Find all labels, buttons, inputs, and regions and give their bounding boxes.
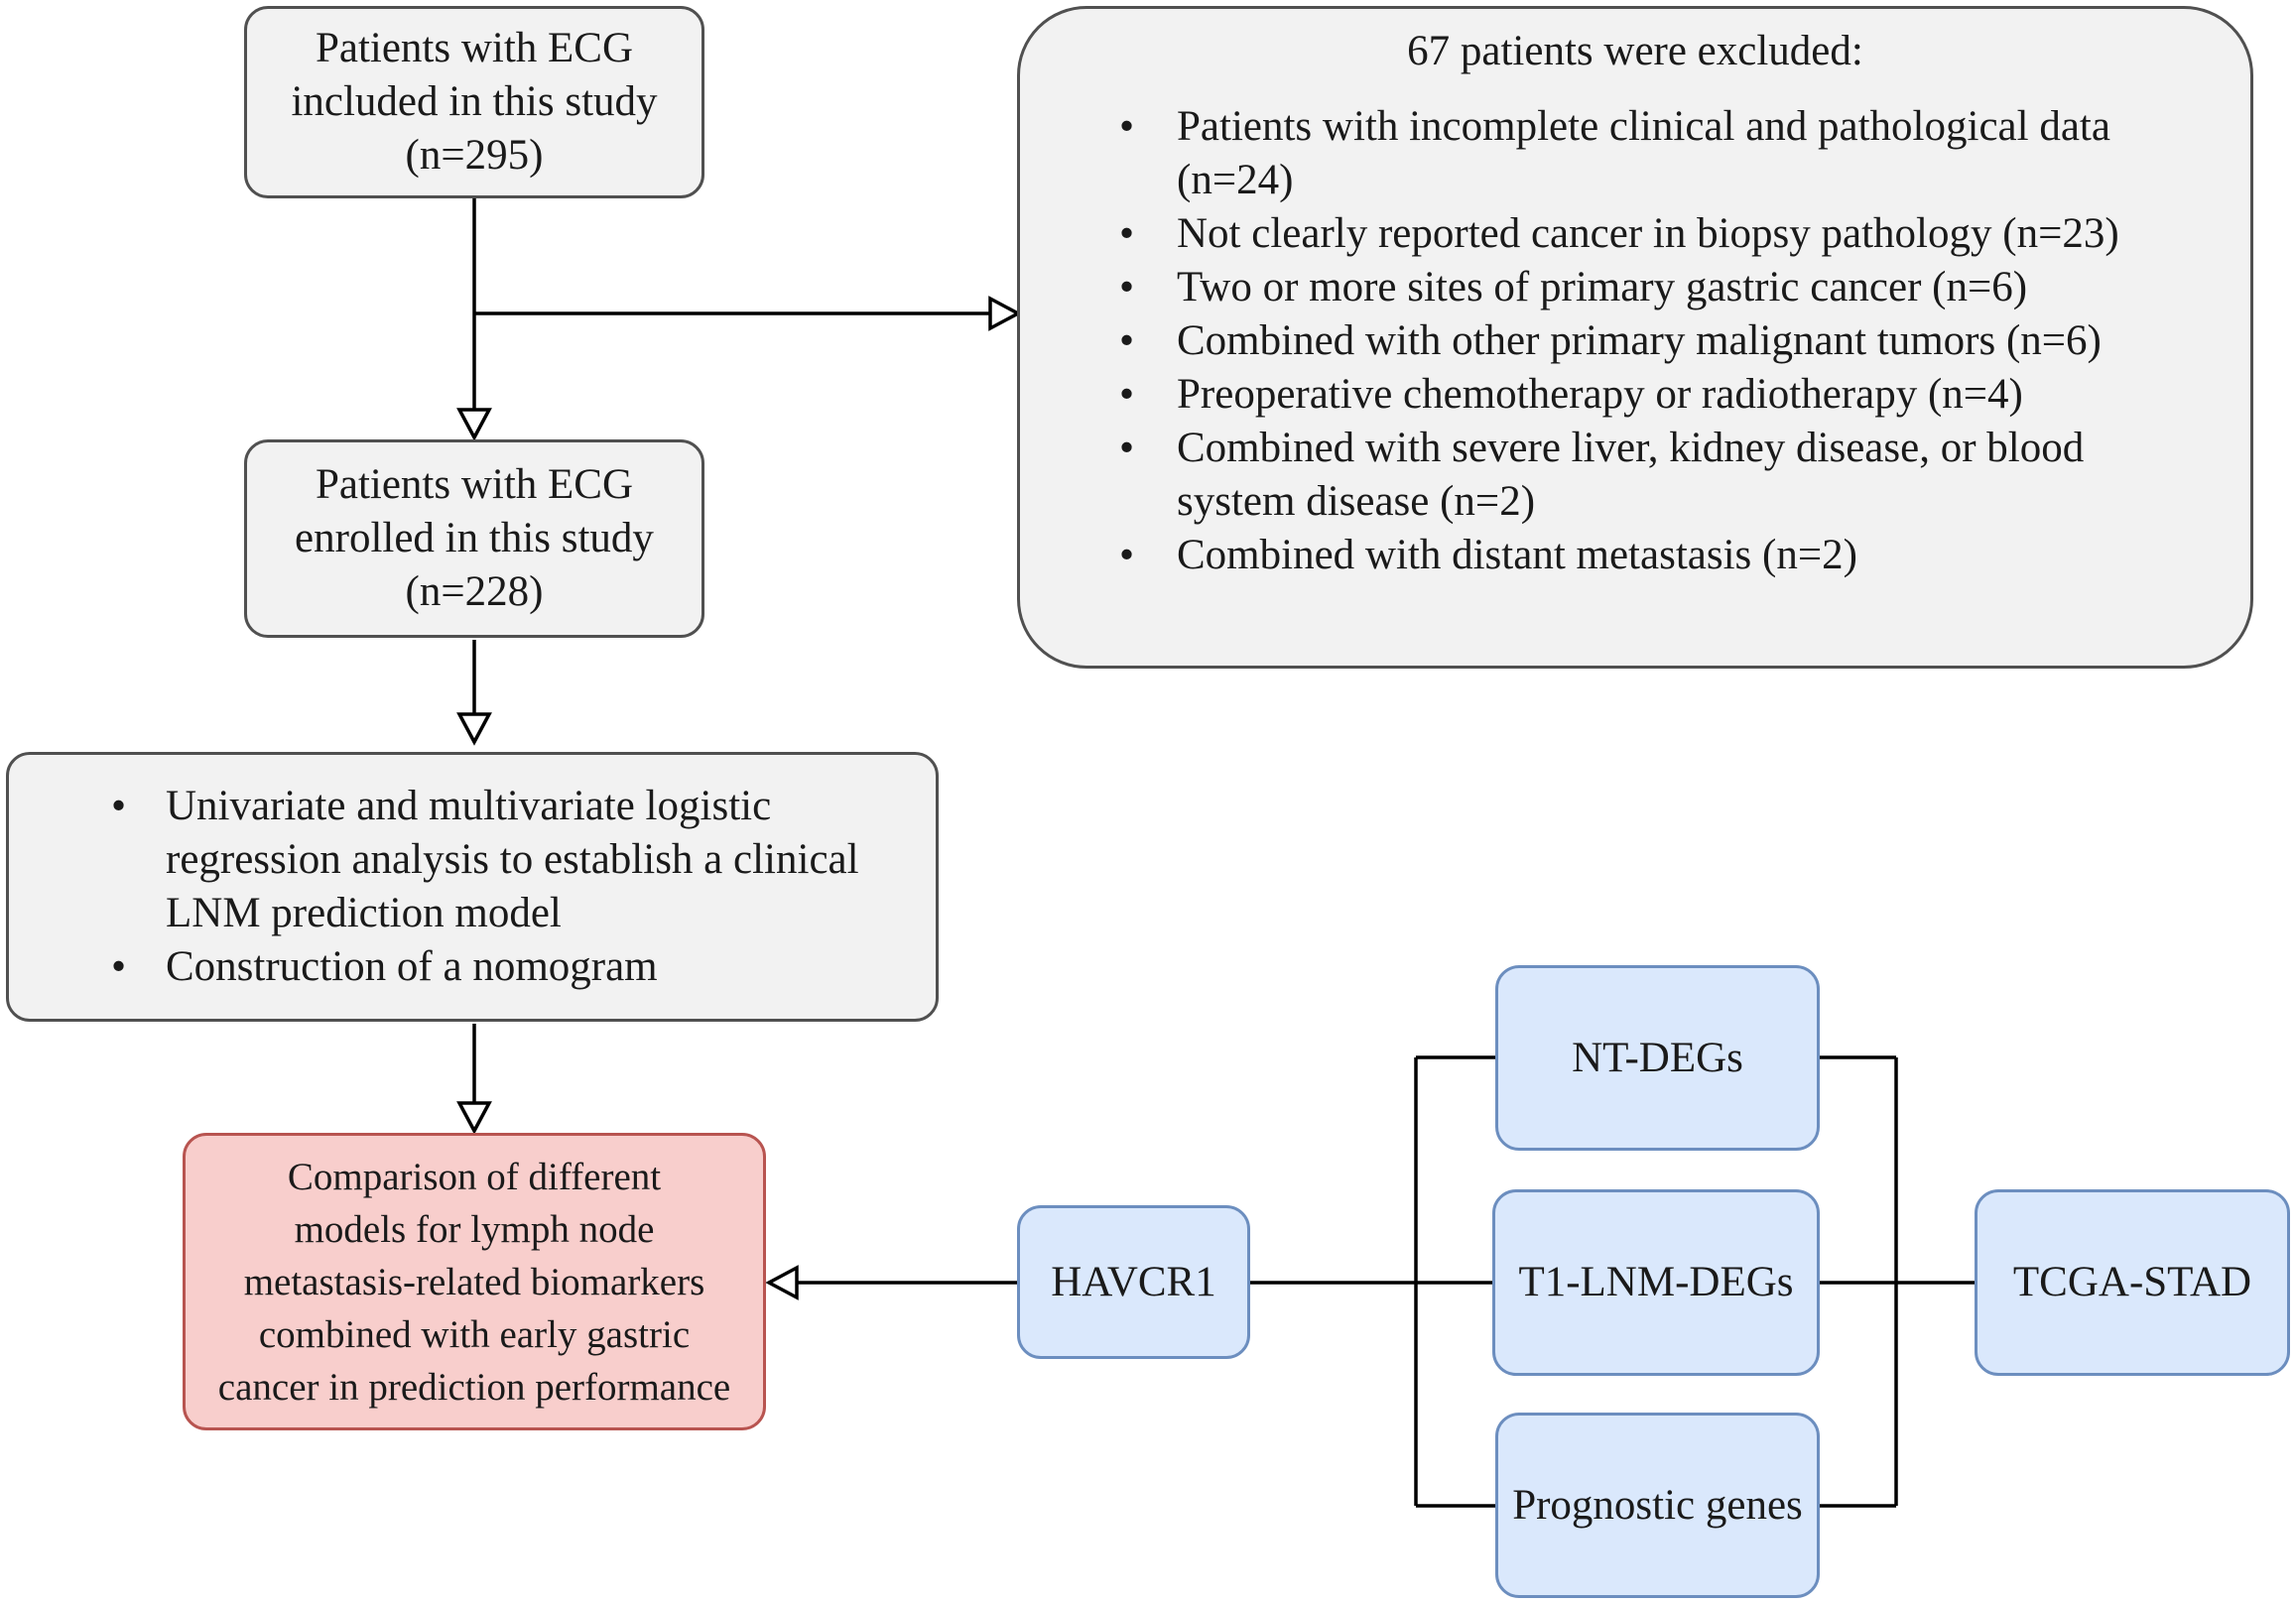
prognostic-genes-label: Prognostic genes	[1512, 1481, 1803, 1529]
nt-degs-label: NT-DEGs	[1572, 1034, 1743, 1081]
exclusion-item: Combined with other primary malignant tu…	[1020, 314, 2250, 368]
analysis-list: Univariate and multivariate logistic reg…	[9, 780, 936, 994]
exclusion-list: Patients with incomplete clinical and pa…	[1020, 100, 2250, 582]
havcr1-box: HAVCR1	[1017, 1205, 1250, 1359]
arrowhead-right-excluded	[988, 296, 1022, 331]
exclusion-item: Combined with distant metastasis (n=2)	[1020, 529, 2250, 582]
comparison-line-1: Comparison of different	[287, 1155, 662, 1198]
havcr1-label: HAVCR1	[1051, 1258, 1216, 1305]
exclusion-item: Not clearly reported cancer in biopsy pa…	[1020, 207, 2250, 261]
tcga-stad-box: TCGA-STAD	[1975, 1189, 2290, 1376]
included-box: Patients with ECG included in this study…	[244, 6, 704, 198]
enrolled-line-1: Patients with ECG	[315, 461, 634, 508]
tcga-stad-label: TCGA-STAD	[2012, 1259, 2252, 1305]
arrowhead-down-2	[456, 712, 492, 746]
comparison-line-5: cancer in prediction performance	[217, 1365, 731, 1409]
arrowhead-down-3	[456, 1101, 492, 1135]
enrolled-line-3: (n=228)	[405, 568, 544, 615]
comparison-line-4: combined with early gastric	[258, 1312, 691, 1356]
excluded-box: 67 patients were excluded: Patients with…	[1017, 6, 2253, 669]
t1-lnm-degs-box: T1-LNM-DEGs	[1492, 1189, 1820, 1376]
comparison-box: Comparison of different models for lymph…	[183, 1133, 766, 1430]
included-line-1: Patients with ECG	[315, 25, 634, 71]
included-line-2: included in this study	[291, 78, 658, 125]
exclusion-item: Preoperative chemotherapy or radiotherap…	[1020, 368, 2250, 422]
excluded-title: 67 patients were excluded:	[1407, 28, 1863, 74]
analysis-item: Construction of a nomogram	[9, 940, 936, 994]
arrowhead-down-1	[456, 408, 492, 441]
included-line-3: (n=295)	[405, 132, 544, 179]
prognostic-genes-box: Prognostic genes	[1495, 1413, 1820, 1598]
exclusion-item: Two or more sites of primary gastric can…	[1020, 261, 2250, 314]
analysis-box: Univariate and multivariate logistic reg…	[6, 752, 939, 1022]
arrowhead-left-comparison	[765, 1265, 799, 1300]
exclusion-item: Patients with incomplete clinical and pa…	[1020, 100, 2250, 207]
comparison-line-2: models for lymph node	[294, 1207, 655, 1251]
analysis-item: Univariate and multivariate logistic reg…	[9, 780, 936, 940]
t1-lnm-degs-label: T1-LNM-DEGs	[1518, 1259, 1794, 1305]
exclusion-item: Combined with severe liver, kidney disea…	[1020, 422, 2250, 529]
enrolled-line-2: enrolled in this study	[295, 515, 654, 561]
comparison-line-3: metastasis-related biomarkers	[243, 1260, 705, 1303]
enrolled-box: Patients with ECG enrolled in this study…	[244, 439, 704, 638]
nt-degs-box: NT-DEGs	[1495, 965, 1820, 1151]
